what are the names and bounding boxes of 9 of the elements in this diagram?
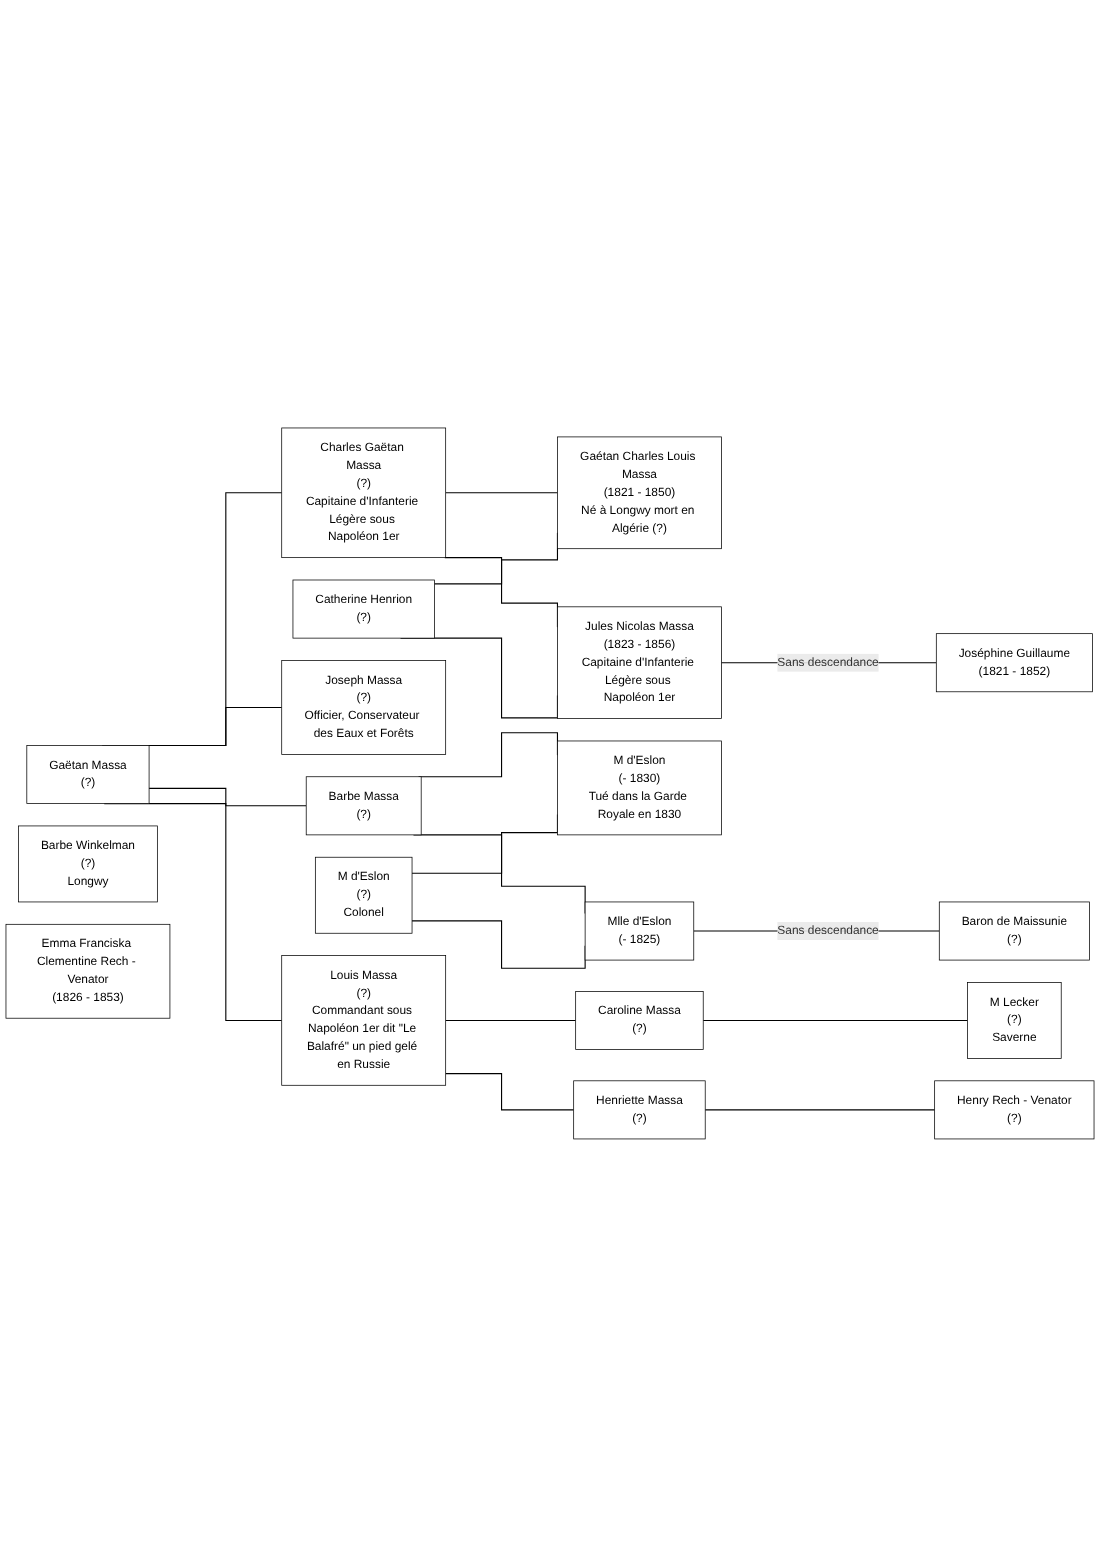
connector (702, 1020, 968, 1022)
connector (704, 1109, 936, 1111)
connector (445, 1020, 577, 1022)
connector (445, 1073, 575, 1111)
connector (148, 788, 307, 807)
connector (147, 707, 283, 747)
connector (411, 920, 586, 970)
connector (445, 492, 558, 494)
connector (418, 732, 558, 778)
